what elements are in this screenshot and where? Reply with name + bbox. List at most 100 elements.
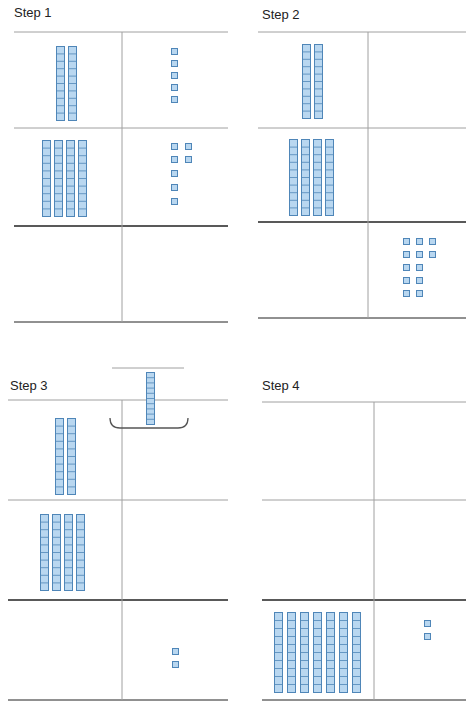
rod-body xyxy=(303,45,311,119)
ten-rod xyxy=(314,613,322,693)
unit-cube xyxy=(404,291,410,297)
rod-cell-line xyxy=(314,207,322,208)
ten-rod xyxy=(57,47,65,121)
rod-cell-line xyxy=(327,660,335,661)
unit-cube xyxy=(172,73,178,79)
rod-cell-line xyxy=(65,560,73,561)
rod-cell-line xyxy=(301,636,309,637)
rod-cell-line xyxy=(302,154,310,155)
rod-cell-line xyxy=(327,628,335,629)
rod-cell-line xyxy=(340,628,348,629)
rod-cell-line xyxy=(79,170,87,171)
rod-cell-line xyxy=(275,660,283,661)
rod-cell-line xyxy=(314,636,322,637)
rod-cell-line xyxy=(69,53,77,54)
rod-cell-line xyxy=(275,684,283,685)
ten-rod xyxy=(301,613,309,693)
rod-cell-line xyxy=(77,537,85,538)
rod-cell-line xyxy=(57,113,65,114)
rod-cell-line xyxy=(69,61,77,62)
rod-cell-line xyxy=(41,522,49,523)
ten-rod xyxy=(314,140,322,216)
rod-cell-line xyxy=(41,544,49,545)
rod-cell-line xyxy=(303,111,311,112)
rod-cell-line xyxy=(43,201,51,202)
unit-cube xyxy=(172,185,178,191)
rod-cell-line xyxy=(340,676,348,677)
rod-cell-line xyxy=(290,185,298,186)
rod-cell-line xyxy=(77,552,85,553)
ten-rod xyxy=(77,515,85,591)
rod-cell-line xyxy=(55,186,63,187)
rod-cell-line xyxy=(340,652,348,653)
rod-body xyxy=(147,373,155,425)
ten-rod xyxy=(147,373,155,425)
rod-cell-line xyxy=(353,620,361,621)
ten-rod xyxy=(79,141,87,217)
rod-cell-line xyxy=(314,154,322,155)
rod-cell-line xyxy=(326,207,334,208)
rod-cell-line xyxy=(301,676,309,677)
unit-cube xyxy=(430,239,436,245)
rod-body xyxy=(302,140,310,216)
rod-cell-line xyxy=(67,155,75,156)
rod-cell-line xyxy=(275,620,283,621)
rod-body xyxy=(67,141,75,217)
unit-cube xyxy=(172,61,178,67)
ten-rod xyxy=(65,515,73,591)
rod-cell-line xyxy=(290,192,298,193)
rod-cell-line xyxy=(57,98,65,99)
rod-cell-line xyxy=(56,441,64,442)
rod-body xyxy=(57,47,65,121)
rod-cell-line xyxy=(315,103,323,104)
rod-cell-line xyxy=(340,620,348,621)
chart-rule xyxy=(262,700,466,701)
rod-cell-line xyxy=(290,200,298,201)
unit-cube xyxy=(417,239,423,245)
rod-cell-line xyxy=(288,628,296,629)
chart-rule xyxy=(258,32,466,33)
chart-rule xyxy=(258,128,466,129)
rod-cell-line xyxy=(67,148,75,149)
ten-rod xyxy=(326,140,334,216)
rod-cell-line xyxy=(303,96,311,97)
rod-cell-line xyxy=(68,448,76,449)
rod-cell-line xyxy=(55,148,63,149)
ten-rod xyxy=(43,141,51,217)
rod-body xyxy=(327,613,335,693)
ten-rod xyxy=(290,140,298,216)
ten-rod xyxy=(67,141,75,217)
rod-cell-line xyxy=(314,147,322,148)
ten-rod xyxy=(275,613,283,693)
unit-cube xyxy=(172,85,178,91)
chart-rule xyxy=(262,500,466,501)
ten-rod xyxy=(53,515,61,591)
rod-cell-line xyxy=(147,408,155,409)
unit-cube xyxy=(417,278,423,284)
rod-cell-line xyxy=(314,192,322,193)
rod-cell-line xyxy=(302,185,310,186)
rod-cell-line xyxy=(147,393,155,394)
rod-cell-line xyxy=(69,83,77,84)
unit-cube xyxy=(425,634,431,640)
rod-cell-line xyxy=(55,170,63,171)
rod-cell-line xyxy=(67,186,75,187)
rod-cell-line xyxy=(57,76,65,77)
rod-cell-line xyxy=(147,419,155,420)
rod-cell-line xyxy=(353,676,361,677)
rod-cell-line xyxy=(314,668,322,669)
rod-body xyxy=(56,419,64,495)
chart-rule xyxy=(262,599,466,601)
rod-cell-line xyxy=(353,644,361,645)
rod-cell-line xyxy=(314,200,322,201)
unit-cube xyxy=(430,252,436,258)
rod-cell-line xyxy=(327,668,335,669)
rod-cell-line xyxy=(55,193,63,194)
rod-body xyxy=(68,419,76,495)
rod-cell-line xyxy=(53,582,61,583)
rod-cell-line xyxy=(288,636,296,637)
rod-cell-line xyxy=(301,620,309,621)
rod-body xyxy=(301,613,309,693)
chart-rule xyxy=(8,400,228,401)
rod-cell-line xyxy=(56,426,64,427)
